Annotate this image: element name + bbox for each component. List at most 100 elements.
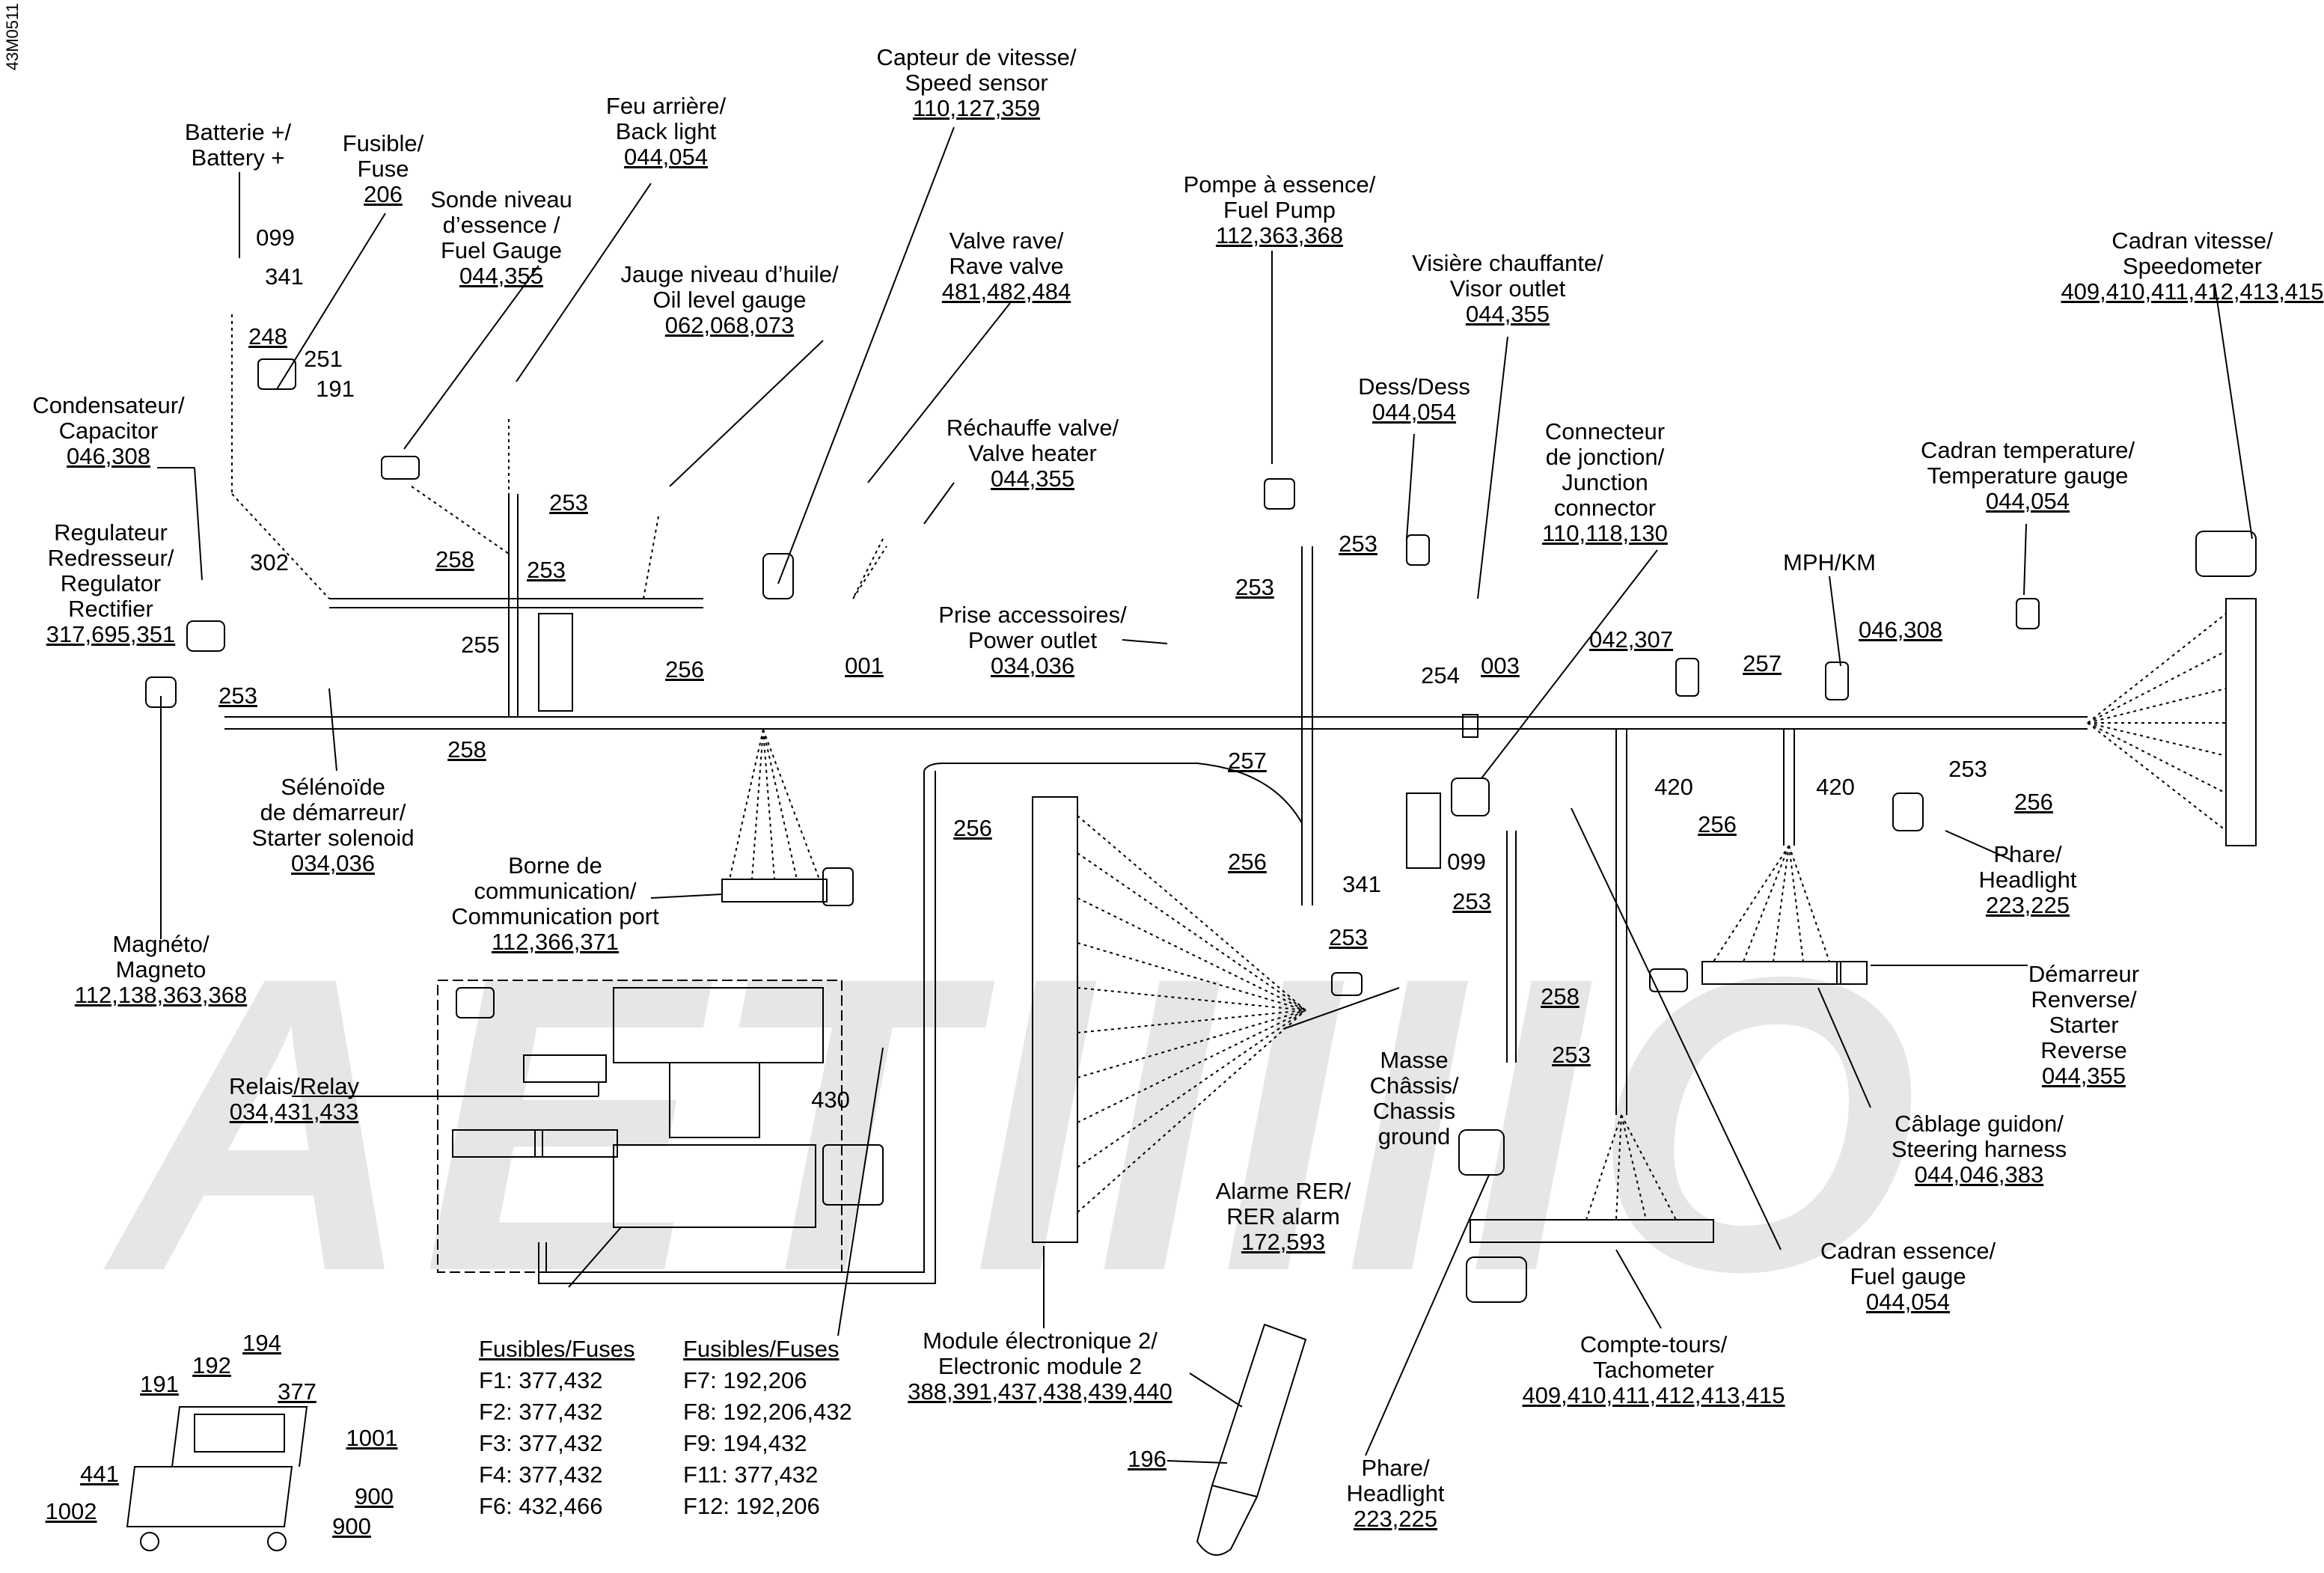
callout-reference: 034,431,433	[229, 1099, 359, 1125]
callout-line: RER alarm	[1226, 1203, 1340, 1230]
callout-reference: 044,355	[2041, 1063, 2126, 1089]
callout-line: Masse	[1380, 1047, 1449, 1073]
callout-line: communication/	[474, 878, 637, 904]
fuse-row: F9: 194,432	[683, 1430, 807, 1456]
fuse-list-right: Fusibles/Fuses F7: 192,206 F8: 192,206,4…	[683, 1334, 852, 1522]
callout-reference: 046,308	[66, 443, 151, 469]
watermark: AETIIIIIO	[112, 890, 1926, 1358]
callout-line: MPH/KM	[1783, 549, 1876, 575]
callout-line: Oil level gauge	[652, 287, 807, 313]
part-number-251: 251	[304, 346, 343, 372]
part-number-341: 341	[1342, 871, 1381, 897]
callout-line: Relais/Relay	[228, 1073, 360, 1099]
part-number-253: 253	[1948, 756, 1987, 782]
callout-line: d’essence /	[442, 212, 560, 238]
callout-reference: 044,054	[1372, 399, 1457, 425]
fuse-block-upper	[613, 987, 824, 1063]
callout-line: Tachometer	[1593, 1357, 1714, 1383]
part-number-253: 253	[1552, 1042, 1591, 1068]
callout-battery: Batterie +/Battery +	[185, 120, 291, 171]
callout-line: Câblage guidon/	[1895, 1111, 2064, 1137]
callout-line: Châssis/	[1369, 1072, 1459, 1099]
part-number-1002: 1002	[45, 1498, 97, 1524]
callout-reference: 062,068,073	[664, 312, 795, 338]
part-number-254: 254	[1421, 662, 1460, 688]
part-number-192: 192	[192, 1352, 231, 1378]
callout-line: Starter	[2049, 1012, 2119, 1038]
fuse-row: F12: 192,206	[683, 1493, 820, 1519]
callout-line: Sélénoïde	[281, 774, 385, 800]
callout-reference: 034,036	[990, 653, 1075, 679]
part-number-256: 256	[953, 815, 992, 841]
junction-connector-block	[1406, 792, 1441, 869]
callout-reference: 044,046,383	[1914, 1161, 2044, 1188]
part-number-191: 191	[316, 376, 355, 402]
fuse-box-harness-loop	[545, 771, 925, 1273]
callout-line: Compte-tours/	[1580, 1331, 1728, 1357]
callout-line: Renverse/	[2031, 986, 2137, 1012]
part-number-258: 258	[1541, 983, 1580, 1010]
callout-reference: 110,118,130	[1542, 520, 1668, 546]
relay-block-left	[452, 1129, 543, 1158]
part-number-046-308: 046,308	[1858, 617, 1943, 643]
callout-line: Feu arrière/	[605, 93, 727, 119]
callout-line: Pompe à essence/	[1183, 171, 1376, 198]
fuse-row: F7: 192,206	[683, 1367, 807, 1393]
connector-icons	[145, 358, 2257, 1303]
part-number-253: 253	[1339, 531, 1377, 557]
relay-block-top	[523, 1054, 607, 1083]
callout-line: Batterie +/	[184, 119, 292, 145]
callout-reference: 112,363,368	[1215, 222, 1344, 248]
callout-line: Communication port	[451, 903, 659, 929]
callout-line: Regulator	[60, 570, 162, 596]
callout-line: Phare/	[1361, 1455, 1430, 1481]
callout-line: Fuel Pump	[1223, 197, 1336, 223]
part-number-302: 302	[250, 549, 289, 575]
callout-line: Rave valve	[949, 253, 1064, 279]
part-number-900: 900	[332, 1513, 371, 1539]
fuse-row: F8: 192,206,432	[683, 1399, 852, 1425]
fuse-row: F4: 377,432	[479, 1461, 603, 1488]
callout-line: Speed sensor	[905, 70, 1048, 96]
document-id: 43M0511	[3, 3, 22, 71]
part-number-194: 194	[242, 1330, 281, 1356]
part-number-258: 258	[447, 736, 486, 763]
callout-line: Redresseur/	[47, 545, 174, 571]
tachometer-connector	[1470, 1219, 1714, 1243]
fuse-row: F6: 432,466	[479, 1493, 603, 1519]
part-number-256: 256	[2014, 789, 2053, 815]
callout-line: Dess/Dess	[1358, 373, 1470, 400]
electronic-module-connector	[1032, 796, 1078, 1243]
part-number-253: 253	[1235, 574, 1274, 600]
fuse-block-lower	[613, 1144, 816, 1228]
callout-reference: 112,138,363,368	[74, 982, 248, 1008]
electronic-module-illustration	[1196, 1323, 1307, 1556]
fuse-list-right-header: Fusibles/Fuses	[683, 1336, 840, 1362]
callout-line: Cadran vitesse/	[2112, 227, 2273, 254]
part-number-196: 196	[1128, 1446, 1166, 1472]
part-number-420: 420	[1654, 774, 1693, 800]
callout-line: Junction	[1562, 469, 1648, 495]
callout-line: connector	[1553, 495, 1657, 521]
callout-line: Réchauffe valve/	[946, 415, 1119, 441]
part-number-001: 001	[845, 653, 884, 679]
callout-line: Starter solenoid	[251, 825, 415, 851]
callout-line: Fuel Gauge	[440, 237, 562, 263]
callout-electronic-module: Module électronique 2/Electronic module …	[908, 1328, 1172, 1405]
fuse-row: F2: 377,432	[479, 1399, 603, 1425]
callout-line: Headlight	[1346, 1480, 1445, 1506]
callout-reference: 409,410,411,412,413,415	[2061, 278, 2324, 305]
